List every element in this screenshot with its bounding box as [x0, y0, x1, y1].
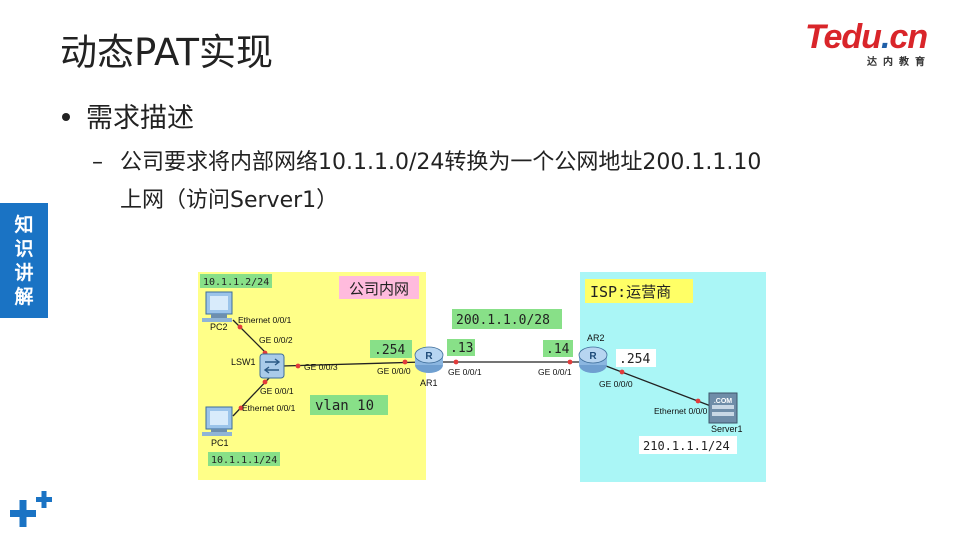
device-label-pc1: PC1 [211, 438, 229, 448]
company-zone-title-bg [339, 276, 419, 299]
port-ar1-ge001: GE 0/0/1 [448, 367, 482, 377]
logo-subtitle: 达内教育 [867, 57, 931, 68]
server-com-badge: .COM [714, 398, 732, 405]
vlan-label: vlan 10 [315, 398, 374, 414]
device-label-lsw1: LSW1 [231, 357, 256, 367]
side-tab-char: 知 [14, 213, 34, 236]
port-lsw1-ge002: GE 0/0/2 [259, 335, 293, 345]
port-pc2-eth: Ethernet 0/0/1 [238, 315, 292, 325]
port-server-eth: Ethernet 0/0/0 [654, 406, 708, 416]
server-icon: .COM [708, 392, 738, 424]
server-ip-bg [639, 436, 737, 454]
router-ar1-glyph: R [425, 351, 433, 362]
device-labels: PC2 LSW1 PC1 AR1 AR2 Server1 [210, 322, 743, 448]
ar2-wan-ip-label: .14 [546, 342, 570, 357]
ar1-wan-ip-label: .13 [450, 341, 473, 356]
pc2-ip-label: 10.1.1.2/24 [203, 277, 269, 288]
slide-title: 动态PAT实现 [60, 31, 273, 74]
wan-net-bg [452, 309, 562, 329]
isp-zone-title: ISP:运营商 [590, 283, 671, 301]
description-line-2: 上网（访问Server1） [120, 188, 339, 213]
device-label-ar2: AR2 [587, 333, 605, 343]
vlan-bg [310, 395, 388, 415]
company-zone-title: 公司内网 [349, 280, 409, 298]
logo-wordmark: Tedu.cn [805, 20, 935, 54]
description-line-1: 公司要求将内部网络10.1.1.0/24转换为一个公网地址200.1.1.10 [120, 150, 762, 175]
side-tab-char: 讲 [14, 261, 34, 284]
logo-dot: . [880, 18, 891, 56]
port-lsw1-ge001: GE 0/0/1 [260, 386, 294, 396]
wan-net-label: 200.1.1.0/28 [456, 313, 550, 328]
port-ar2-ge000: GE 0/0/0 [599, 379, 633, 389]
pc2-ip-bg [200, 274, 272, 288]
router-ar1-icon: R [414, 346, 444, 373]
port-ar1-ge000: GE 0/0/0 [377, 366, 411, 376]
ar2-inside-ip-bg [616, 349, 656, 367]
pc2-icon [202, 291, 233, 322]
dash-marker: – [92, 150, 103, 175]
router-ar2-glyph: R [589, 351, 597, 362]
bullet-requirement: 需求描述 [62, 96, 194, 135]
ar1-inside-ip-bg [370, 340, 412, 358]
bullet-dot-icon [62, 112, 70, 121]
port-pc1-eth: Ethernet 0/0/1 [242, 403, 296, 413]
side-tab-char: 识 [14, 237, 34, 260]
company-zone [198, 272, 426, 480]
ar1-inside-ip-label: .254 [374, 343, 405, 358]
pc1-icon [202, 406, 233, 436]
device-label-server1: Server1 [711, 424, 743, 434]
device-label-ar1: AR1 [420, 378, 438, 388]
bullet-requirement-text: 需求描述 [86, 103, 194, 134]
pc1-ip-bg [208, 452, 280, 466]
port-indicators [237, 324, 701, 411]
plus-decoration-icon [10, 491, 52, 527]
port-lsw1-ge003: GE 0/0/3 [304, 362, 338, 372]
sub-bullet-description: – 公司要求将内部网络10.1.1.0/24转换为一个公网地址200.1.1.1… [92, 144, 892, 220]
network-topology-diagram: 公司内网 ISP:运营商 R [198, 272, 766, 482]
link-lsw1-ar1 [281, 361, 424, 367]
tedu-logo: Tedu.cn 达内教育 [805, 20, 935, 68]
ar2-inside-ip-label: .254 [619, 352, 650, 367]
device-label-pc2: PC2 [210, 322, 228, 332]
isp-zone-title-bg [585, 279, 693, 303]
side-tab-char: 解 [14, 285, 34, 308]
switch-icon [259, 353, 285, 379]
ar1-wan-ip-bg [447, 339, 475, 356]
logo-text-red: Tedu [805, 18, 882, 56]
server-ip-label: 210.1.1.1/24 [643, 439, 730, 453]
logo-text-blue: cn [889, 18, 928, 56]
port-labels: Ethernet 0/0/1 GE 0/0/2 GE 0/0/3 GE 0/0/… [238, 315, 708, 416]
side-tab-knowledge: 知 识 讲 解 [0, 203, 48, 318]
ar2-wan-ip-bg [543, 340, 573, 357]
pc1-ip-label: 10.1.1.1/24 [211, 455, 277, 466]
port-ar2-ge001: GE 0/0/1 [538, 367, 572, 377]
router-ar2-icon: R [578, 346, 608, 373]
